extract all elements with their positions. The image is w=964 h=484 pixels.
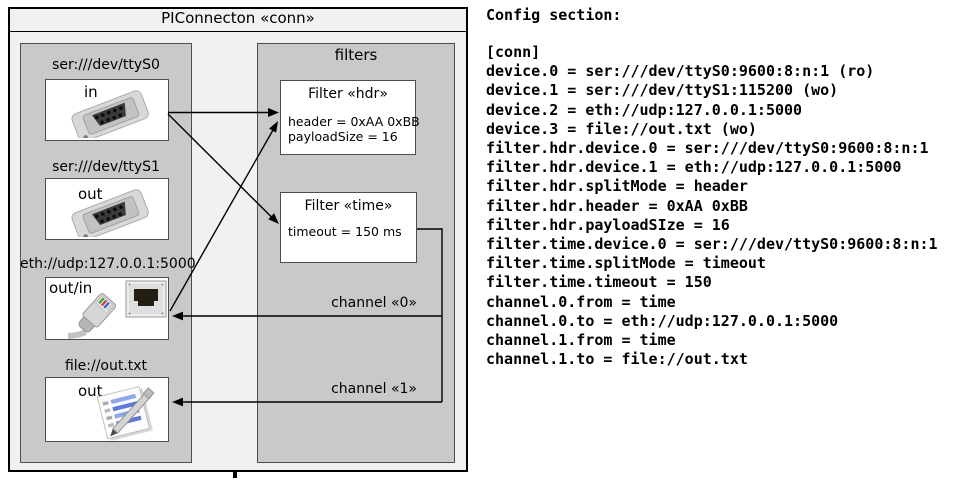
filter-title: Filter «hdr» (308, 86, 388, 102)
device-label-ttys0: ser:///dev/ttyS0 (52, 57, 160, 73)
device-label-ttys1: ser:///dev/ttyS1 (52, 159, 160, 175)
device-direction: out (78, 382, 103, 400)
device-box-file: out (45, 377, 169, 442)
notepad-icon (96, 385, 155, 441)
filter-attribute: header = 0xAA 0xBB (288, 114, 420, 129)
serial-connector-icon (71, 90, 149, 138)
serial-connector-icon (71, 189, 149, 237)
ethernet-connector-icon (67, 280, 167, 339)
device-direction: out/in (49, 279, 93, 297)
config-section-body: [conn] device.0 = ser:///dev/ttyS0:9600:… (486, 43, 938, 369)
channel-1-label: channel «1» (331, 381, 417, 397)
config-section-heading: Config section: (486, 6, 622, 24)
frame-bottom-tick (233, 471, 237, 478)
device-label-file: file://out.txt (64, 358, 148, 374)
title-separator (10, 31, 466, 32)
device-box-eth: out/in (45, 277, 169, 340)
filter-box-time: Filter «time» timeout = 150 ms (280, 192, 417, 263)
filters-panel-title: filters (334, 46, 378, 64)
device-box-ttys0: in (45, 79, 169, 141)
device-box-ttys1: out (45, 178, 169, 240)
filter-box-hdr: Filter «hdr» header = 0xAA 0xBB payloadS… (280, 80, 420, 155)
device-direction: in (84, 83, 98, 101)
device-direction: out (78, 185, 103, 203)
filter-attribute: timeout = 150 ms (288, 224, 402, 239)
channel-0-label: channel «0» (331, 295, 417, 311)
filter-title: Filter «time» (304, 198, 393, 214)
device-label-eth: eth://udp:127.0.0.1:5000 (20, 256, 196, 272)
filter-attribute: payloadSize = 16 (288, 129, 398, 144)
diagram-title: PIConnecton «conn» (161, 9, 315, 27)
